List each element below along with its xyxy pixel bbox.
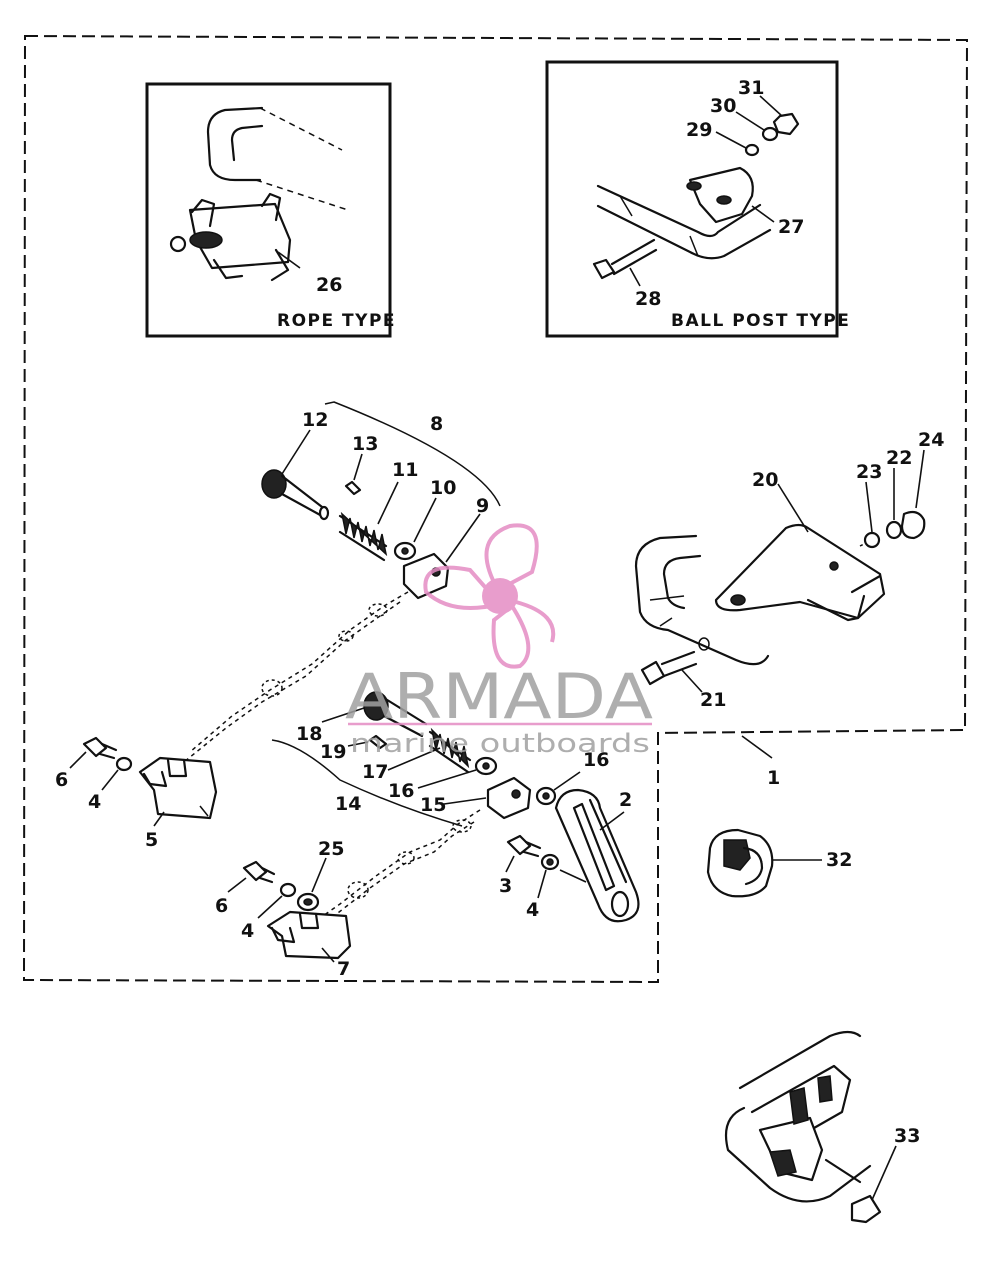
callout-30: 30 xyxy=(710,95,736,117)
callout-2: 2 xyxy=(619,789,632,811)
callout-6-lower: 6 xyxy=(215,895,228,917)
rope-type-inset: 26 ROPE TYPE xyxy=(145,82,396,338)
callout-26: 26 xyxy=(316,274,342,296)
callout-5: 5 xyxy=(145,829,158,851)
callout-23: 23 xyxy=(856,461,882,483)
ball-post-type-caption: BALL POST TYPE xyxy=(671,311,850,331)
spring-17 xyxy=(428,727,472,774)
callout-3: 3 xyxy=(499,875,512,897)
spring-11 xyxy=(338,511,388,562)
callout-14: 14 xyxy=(335,793,361,815)
callout-16-left: 16 xyxy=(388,780,414,802)
callout-16-right: 16 xyxy=(583,749,609,771)
callout-33: 33 xyxy=(894,1125,920,1147)
watermark-tagline: marine outboards xyxy=(350,729,650,759)
part-32-group: 32 xyxy=(706,828,852,898)
callout-22: 22 xyxy=(886,447,912,469)
bracket-5-group: 5 6 4 xyxy=(55,736,218,851)
callout-21: 21 xyxy=(700,689,726,711)
callout-13: 13 xyxy=(352,433,378,455)
rope-type-caption: ROPE TYPE xyxy=(277,311,396,331)
ball-post-type-inset: 27 28 29 30 31 BALL POST TYPE xyxy=(545,60,850,338)
callout-18: 18 xyxy=(296,723,322,745)
callout-19: 19 xyxy=(320,741,346,763)
callout-1: 1 xyxy=(767,767,780,789)
armada-watermark: ARMADA marine outboards xyxy=(345,523,653,759)
callout-32: 32 xyxy=(826,849,852,871)
callout-28: 28 xyxy=(635,288,661,310)
callout-31: 31 xyxy=(738,77,764,99)
callout-4-lower-right: 4 xyxy=(526,899,539,921)
callout-4-upper: 4 xyxy=(88,791,101,813)
assembly-boundary xyxy=(22,34,969,984)
callout-9: 9 xyxy=(476,495,489,517)
callout-11: 11 xyxy=(392,459,418,481)
bracket-20-group: 20 21 23 22 24 xyxy=(634,429,944,711)
callout-29: 29 xyxy=(686,119,712,141)
callout-8: 8 xyxy=(430,413,443,435)
bracket-7-group: 7 6 4 25 xyxy=(215,838,352,980)
watermark-brand: ARMADA xyxy=(345,660,653,733)
throttle-cable-upper xyxy=(183,591,409,763)
callout-10: 10 xyxy=(430,477,456,499)
part-33-group: 33 xyxy=(724,1030,920,1224)
lever-2-group: 2 3 4 xyxy=(499,788,640,923)
callout-20: 20 xyxy=(752,469,778,491)
callout-24: 24 xyxy=(918,429,944,451)
callout-12: 12 xyxy=(302,409,328,431)
callout-7: 7 xyxy=(337,958,350,980)
propeller-logo-icon xyxy=(423,523,556,669)
callout-25: 25 xyxy=(318,838,344,860)
throttle-cable-lower xyxy=(315,809,481,929)
callout-4-lower-left: 4 xyxy=(241,920,254,942)
callout-6-upper: 6 xyxy=(55,769,68,791)
callout-17: 17 xyxy=(362,761,388,783)
callout-15: 15 xyxy=(420,794,446,816)
friction-assembly-lower: 18 19 17 16 15 16 14 xyxy=(271,691,609,827)
callout-27: 27 xyxy=(778,216,804,238)
